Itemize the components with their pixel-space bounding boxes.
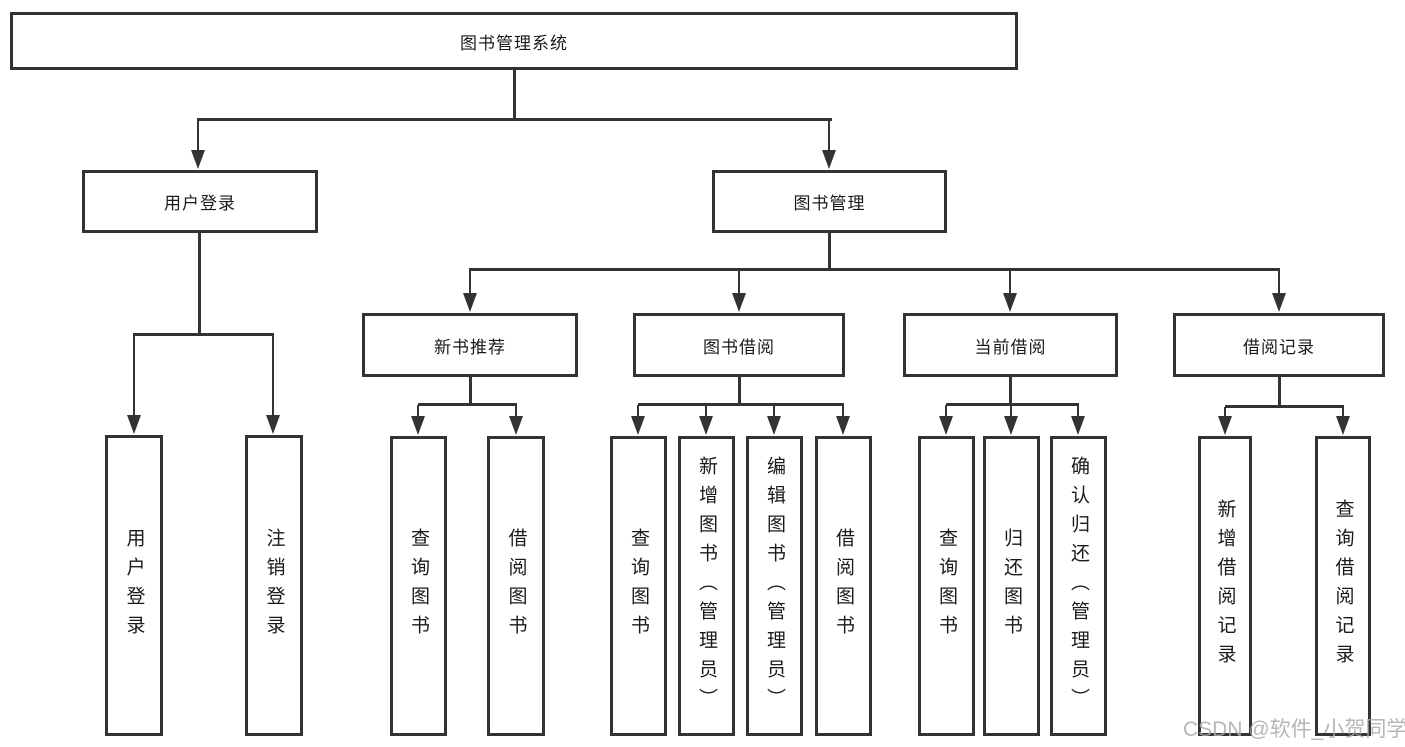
leaf-borrow-query: 查询图书 — [610, 436, 667, 736]
connector-root-bar — [197, 118, 832, 121]
leaf-current-query: 查询图书 — [918, 436, 975, 736]
node-book-management: 图书管理 — [712, 170, 947, 233]
node-book-borrow-label: 图书借阅 — [703, 337, 775, 357]
arrow-down-icon — [266, 334, 280, 434]
leaf-current-query-label: 查询图书 — [936, 528, 957, 644]
connector-borrow-bar — [638, 403, 844, 406]
leaf-newbook-borrow: 借阅图书 — [487, 436, 545, 736]
leaf-user-login-label: 用户登录 — [123, 527, 145, 644]
leaf-user-login: 用户登录 — [105, 435, 163, 736]
connector-current-bar — [946, 403, 1079, 406]
node-borrow-records: 借阅记录 — [1173, 313, 1385, 377]
leaf-current-return-label: 归还图书 — [1001, 528, 1022, 644]
leaf-logout: 注销登录 — [245, 435, 303, 736]
leaf-records-add: 新增借阅记录 — [1198, 436, 1252, 736]
arrow-down-icon — [411, 405, 425, 435]
arrow-down-icon — [1336, 407, 1350, 435]
leaf-borrow-add-label: 新增图书（管理员） — [696, 455, 717, 717]
leaf-newbook-query-label: 查询图书 — [408, 528, 429, 644]
leaf-borrow-borrow: 借阅图书 — [815, 436, 872, 736]
node-current-borrow: 当前借阅 — [903, 313, 1118, 377]
node-book-management-label: 图书管理 — [793, 194, 866, 213]
leaf-records-add-label: 新增借阅记录 — [1214, 499, 1236, 673]
leaf-borrow-edit: 编辑图书（管理员） — [746, 436, 803, 736]
arrow-down-icon — [1218, 407, 1232, 435]
arrow-down-icon — [1004, 405, 1018, 435]
arrow-down-icon — [191, 119, 205, 169]
arrow-down-icon — [1003, 270, 1017, 312]
leaf-logout-label: 注销登录 — [263, 527, 285, 644]
arrow-down-icon — [939, 405, 953, 435]
node-borrow-records-label: 借阅记录 — [1243, 337, 1315, 357]
connector-user-stem — [198, 232, 201, 334]
leaf-borrow-borrow-label: 借阅图书 — [833, 528, 854, 644]
connector-user-bar — [133, 333, 274, 336]
node-current-borrow-label: 当前借阅 — [974, 337, 1047, 357]
leaf-current-confirm: 确认归还（管理员） — [1050, 436, 1107, 736]
node-book-borrow: 图书借阅 — [633, 313, 845, 377]
node-user-login-label: 用户登录 — [164, 194, 236, 213]
connector-newbook-bar — [418, 403, 517, 406]
connector-borrow-stem — [738, 376, 741, 405]
arrow-down-icon — [463, 270, 477, 312]
leaf-borrow-add: 新增图书（管理员） — [678, 436, 735, 736]
node-root: 图书管理系统 — [10, 12, 1018, 70]
connector-records-stem — [1278, 376, 1281, 407]
node-new-book-recommend: 新书推荐 — [362, 313, 578, 377]
arrow-down-icon — [127, 334, 141, 434]
connector-mgmt-bar — [469, 268, 1280, 271]
csdn-watermark: CSDN @软件_小贺同学 — [1183, 718, 1405, 741]
arrow-down-icon — [631, 405, 645, 435]
arrow-down-icon — [822, 119, 836, 169]
arrow-down-icon — [699, 405, 713, 435]
leaf-newbook-borrow-label: 借阅图书 — [505, 528, 527, 644]
arrow-down-icon — [836, 405, 850, 435]
arrow-down-icon — [509, 405, 523, 435]
leaf-current-confirm-label: 确认归还（管理员） — [1068, 455, 1089, 717]
connector-newbook-stem — [469, 376, 472, 405]
connector-root-stem — [513, 69, 516, 120]
arrow-down-icon — [767, 405, 781, 435]
arrow-down-icon — [1071, 405, 1085, 435]
node-new-book-recommend-label: 新书推荐 — [434, 337, 506, 357]
leaf-current-return: 归还图书 — [983, 436, 1040, 736]
leaf-borrow-query-label: 查询图书 — [628, 528, 649, 644]
leaf-records-query: 查询借阅记录 — [1315, 436, 1371, 736]
node-root-label: 图书管理系统 — [460, 33, 568, 53]
arrow-down-icon — [1272, 270, 1286, 312]
leaf-borrow-edit-label: 编辑图书（管理员） — [764, 455, 785, 717]
arrow-down-icon — [732, 270, 746, 312]
leaf-records-query-label: 查询借阅记录 — [1332, 499, 1354, 673]
leaf-newbook-query: 查询图书 — [390, 436, 447, 736]
connector-current-stem — [1009, 376, 1012, 405]
connector-records-bar — [1225, 405, 1344, 408]
node-user-login: 用户登录 — [82, 170, 318, 233]
connector-mgmt-stem — [828, 232, 831, 270]
